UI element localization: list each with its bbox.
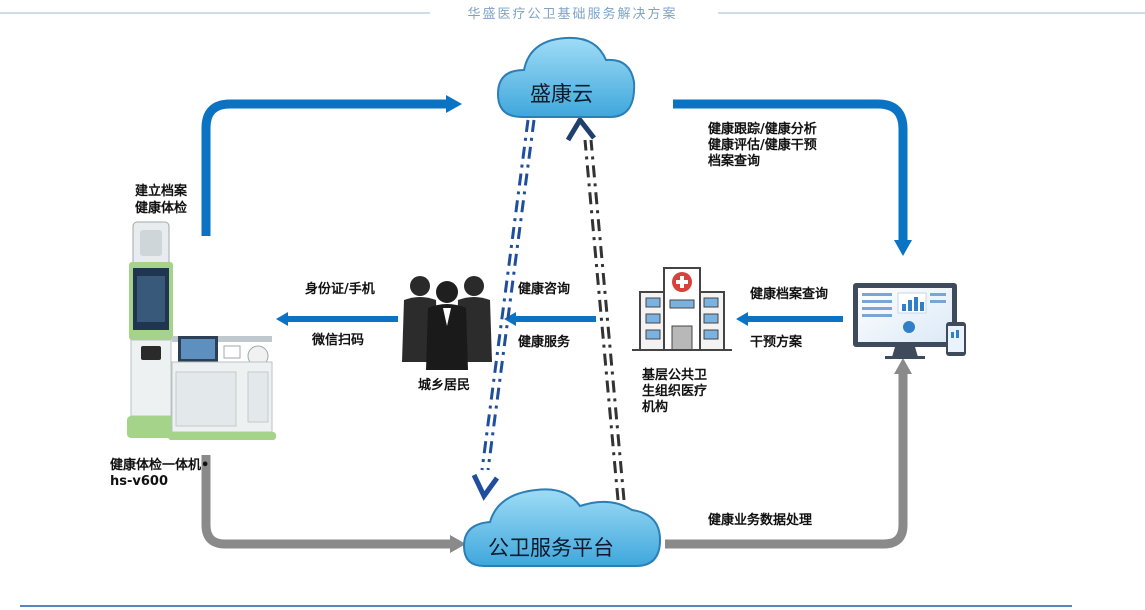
arrow-head-platform-to-monitor [894, 358, 912, 374]
hospital-icon [632, 267, 732, 351]
label-build-archive-1: 建立档案 [135, 184, 188, 199]
dashed-link-platform-to-cloud [583, 139, 620, 501]
label-service: 健康服务 [518, 335, 571, 350]
label-institution-2: 生组织医疗 [642, 384, 708, 399]
residents-icon [402, 276, 492, 370]
dashed-arrowhead-down [471, 473, 500, 501]
monitor-icon [853, 283, 966, 359]
label-institution-1: 基层公共卫 [642, 368, 708, 383]
arrow-head-residents-to-machine [276, 312, 288, 326]
label-intervention: 干预方案 [750, 335, 803, 350]
cloud-top-label: 盛康云 [530, 82, 593, 106]
arrow-machine-to-platform [201, 455, 452, 549]
cloud-top-shape [496, 36, 636, 118]
label-archive-query: 健康档案查询 [750, 287, 829, 302]
health-machine-icon [127, 221, 276, 440]
label-residents: 城乡居民 [418, 378, 471, 393]
dashed-link-cloud-to-platform [480, 119, 530, 471]
arrow-head-institution-to-residents [504, 312, 516, 326]
dashed-arrowhead-up [565, 115, 596, 142]
arrow-head-machine-to-platform [450, 535, 466, 553]
arrow-machine-to-cloud [201, 99, 448, 236]
arrow-platform-to-monitor [665, 372, 908, 549]
label-cloud-services-3: 档案查询 [708, 154, 761, 169]
label-id-phone: 身份证/手机 [305, 282, 375, 297]
page-title: 华盛医疗公卫基础服务解决方案 [467, 7, 678, 22]
arrow-cloud-to-monitor [673, 99, 908, 240]
label-cloud-services-1: 健康跟踪/健康分析 [708, 122, 817, 137]
label-data-process: 健康业务数据处理 [708, 513, 813, 528]
dashed-link-cloud-to-platform-2 [486, 119, 536, 471]
label-cloud-services-2: 健康评估/健康干预 [708, 138, 817, 153]
dashed-link-platform-to-cloud-2 [589, 139, 626, 501]
label-wechat-scan: 微信扫码 [312, 333, 365, 348]
label-machine-1: 健康体检一体机• [110, 458, 210, 473]
arrow-head-machine-to-cloud [446, 95, 462, 113]
label-build-archive-2: 健康体检 [135, 201, 188, 216]
label-consult: 健康咨询 [518, 282, 571, 297]
arrow-head-cloud-to-monitor [894, 240, 912, 256]
cloud-bottom-label: 公卫服务平台 [488, 536, 614, 560]
cloud-bottom-shape [462, 488, 662, 567]
label-institution-3: 机构 [642, 400, 669, 415]
arrow-head-monitor-to-institution [736, 312, 748, 326]
label-machine-2: hs-v600 [110, 474, 168, 489]
